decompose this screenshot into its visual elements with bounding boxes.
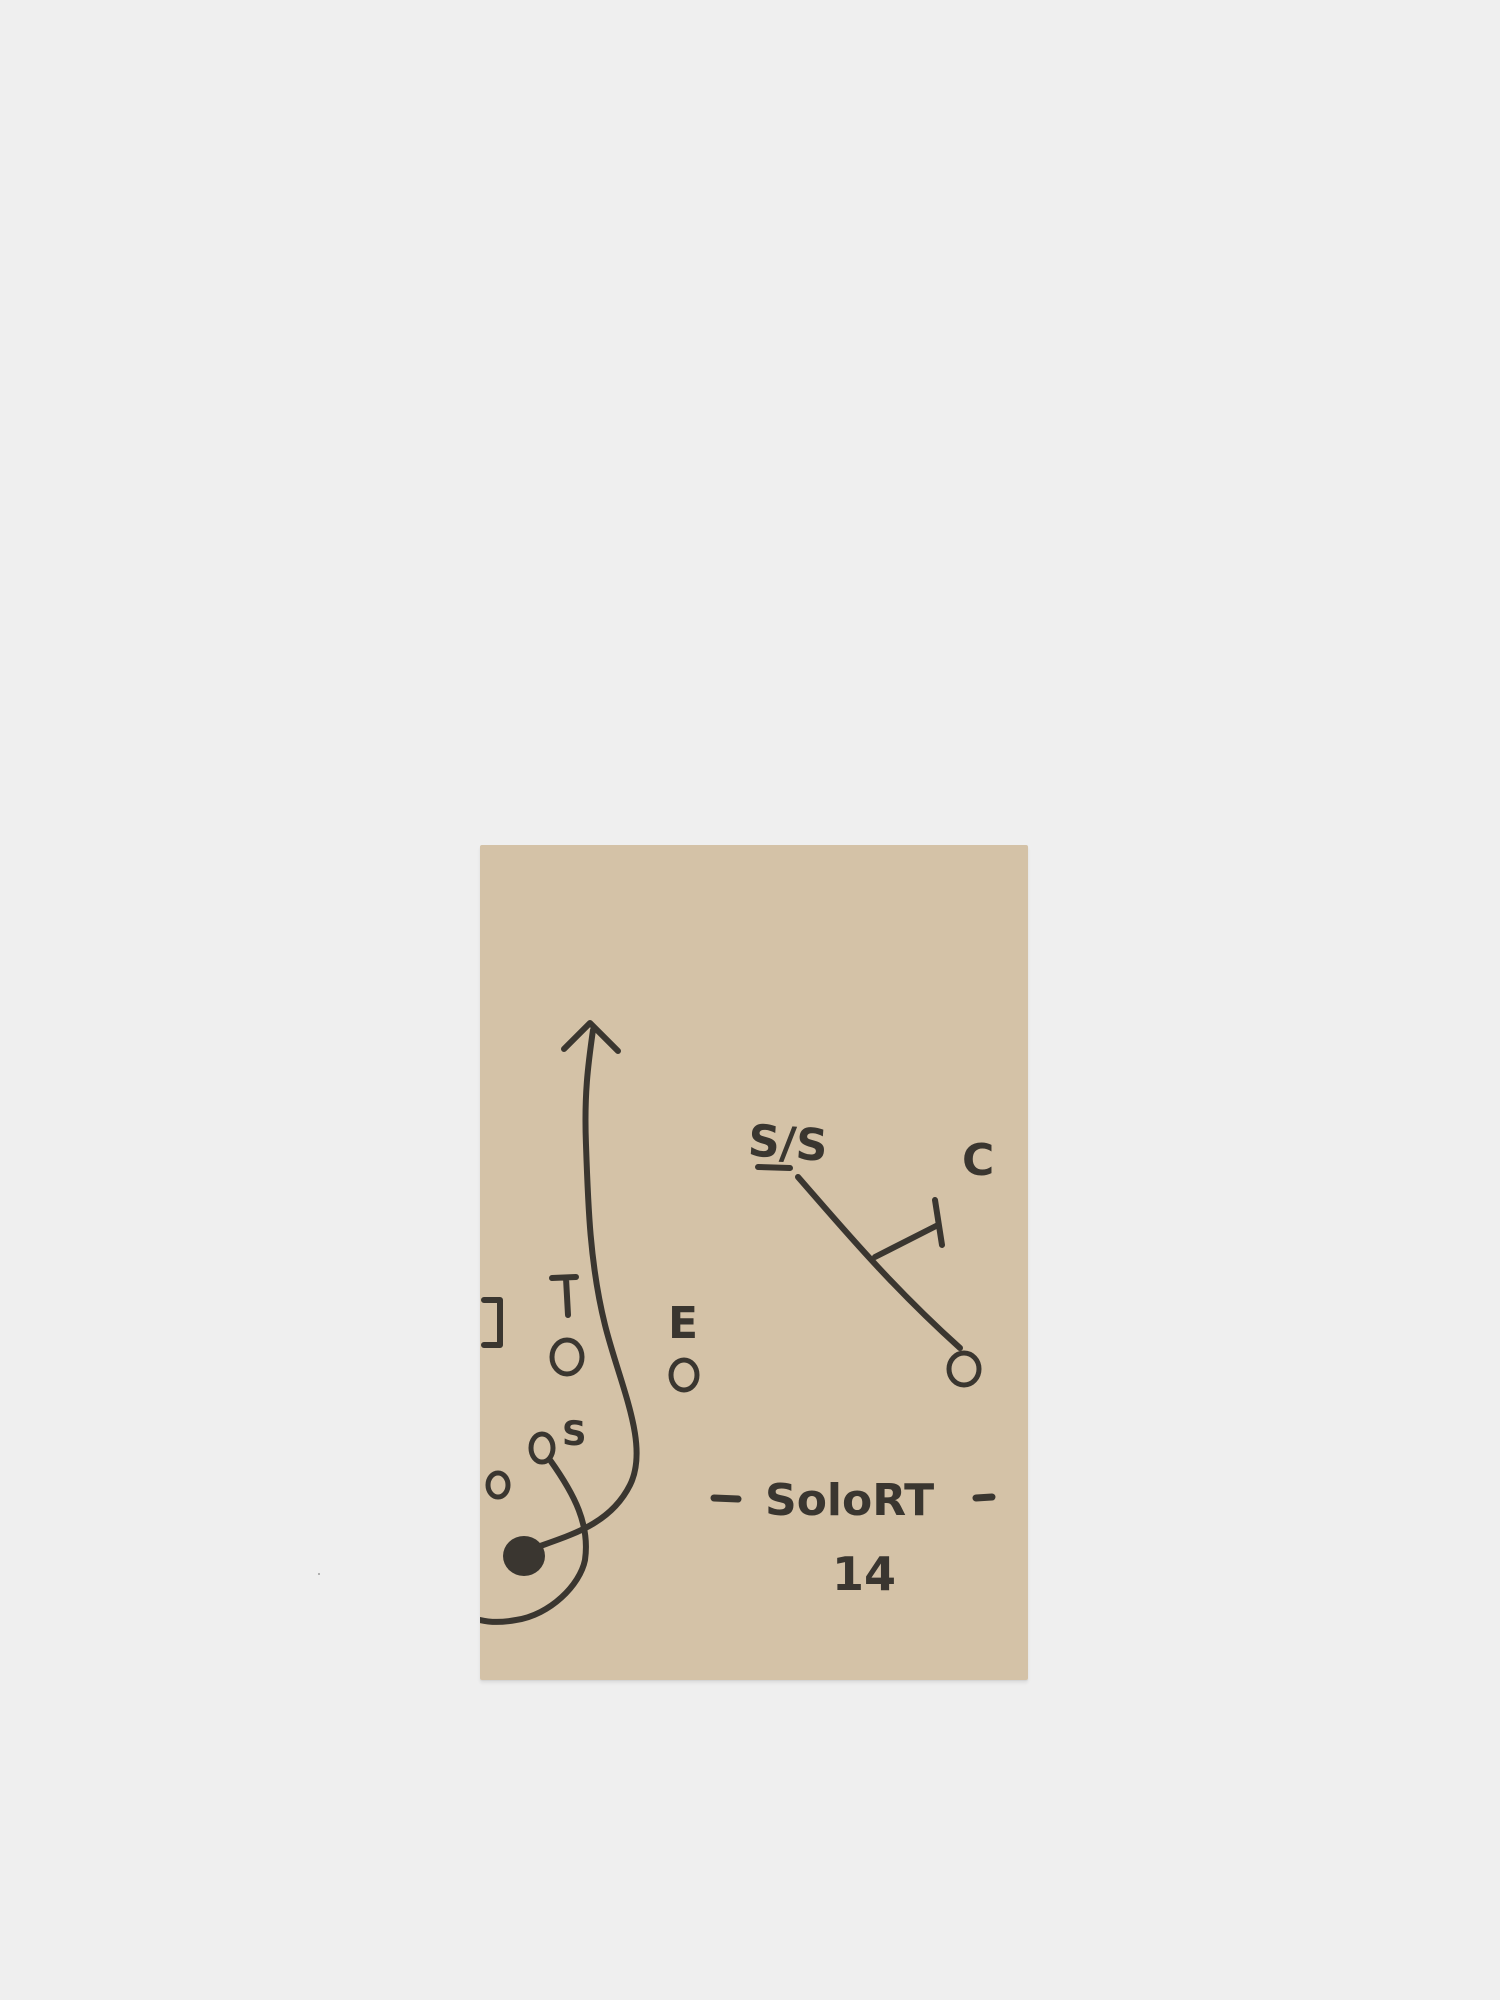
football-play-diagram-icon: S/S C E S SoloRT 14 (480, 845, 1028, 1680)
title-dash-left (710, 1494, 742, 1503)
notebook-cover: S/S C E S SoloRT 14 (480, 845, 1028, 1680)
blocker-square (481, 1297, 503, 1348)
lineman-mark (549, 1274, 579, 1318)
player-circle (668, 1357, 700, 1393)
label-c: C (962, 1135, 994, 1186)
coverage-line (795, 1174, 963, 1351)
cover-surface (480, 845, 1028, 1680)
route-line (529, 1027, 640, 1552)
label-e: E (668, 1298, 698, 1349)
ball-carrier (503, 1536, 545, 1576)
title-dash-right (972, 1493, 996, 1502)
dust-speck (318, 1573, 320, 1575)
player-circle (485, 1470, 511, 1500)
route-arrowhead (561, 1020, 621, 1054)
player-circle (549, 1337, 585, 1377)
label-s: S (562, 1414, 587, 1454)
receiver-route (480, 1457, 589, 1625)
number-line: 14 (832, 1547, 896, 1601)
player-circle (528, 1431, 556, 1465)
title-line: SoloRT (765, 1475, 934, 1526)
player-circle (946, 1350, 982, 1388)
block-line (872, 1197, 945, 1260)
label-ss: S/S (746, 1116, 829, 1172)
ss-underline (755, 1164, 793, 1171)
